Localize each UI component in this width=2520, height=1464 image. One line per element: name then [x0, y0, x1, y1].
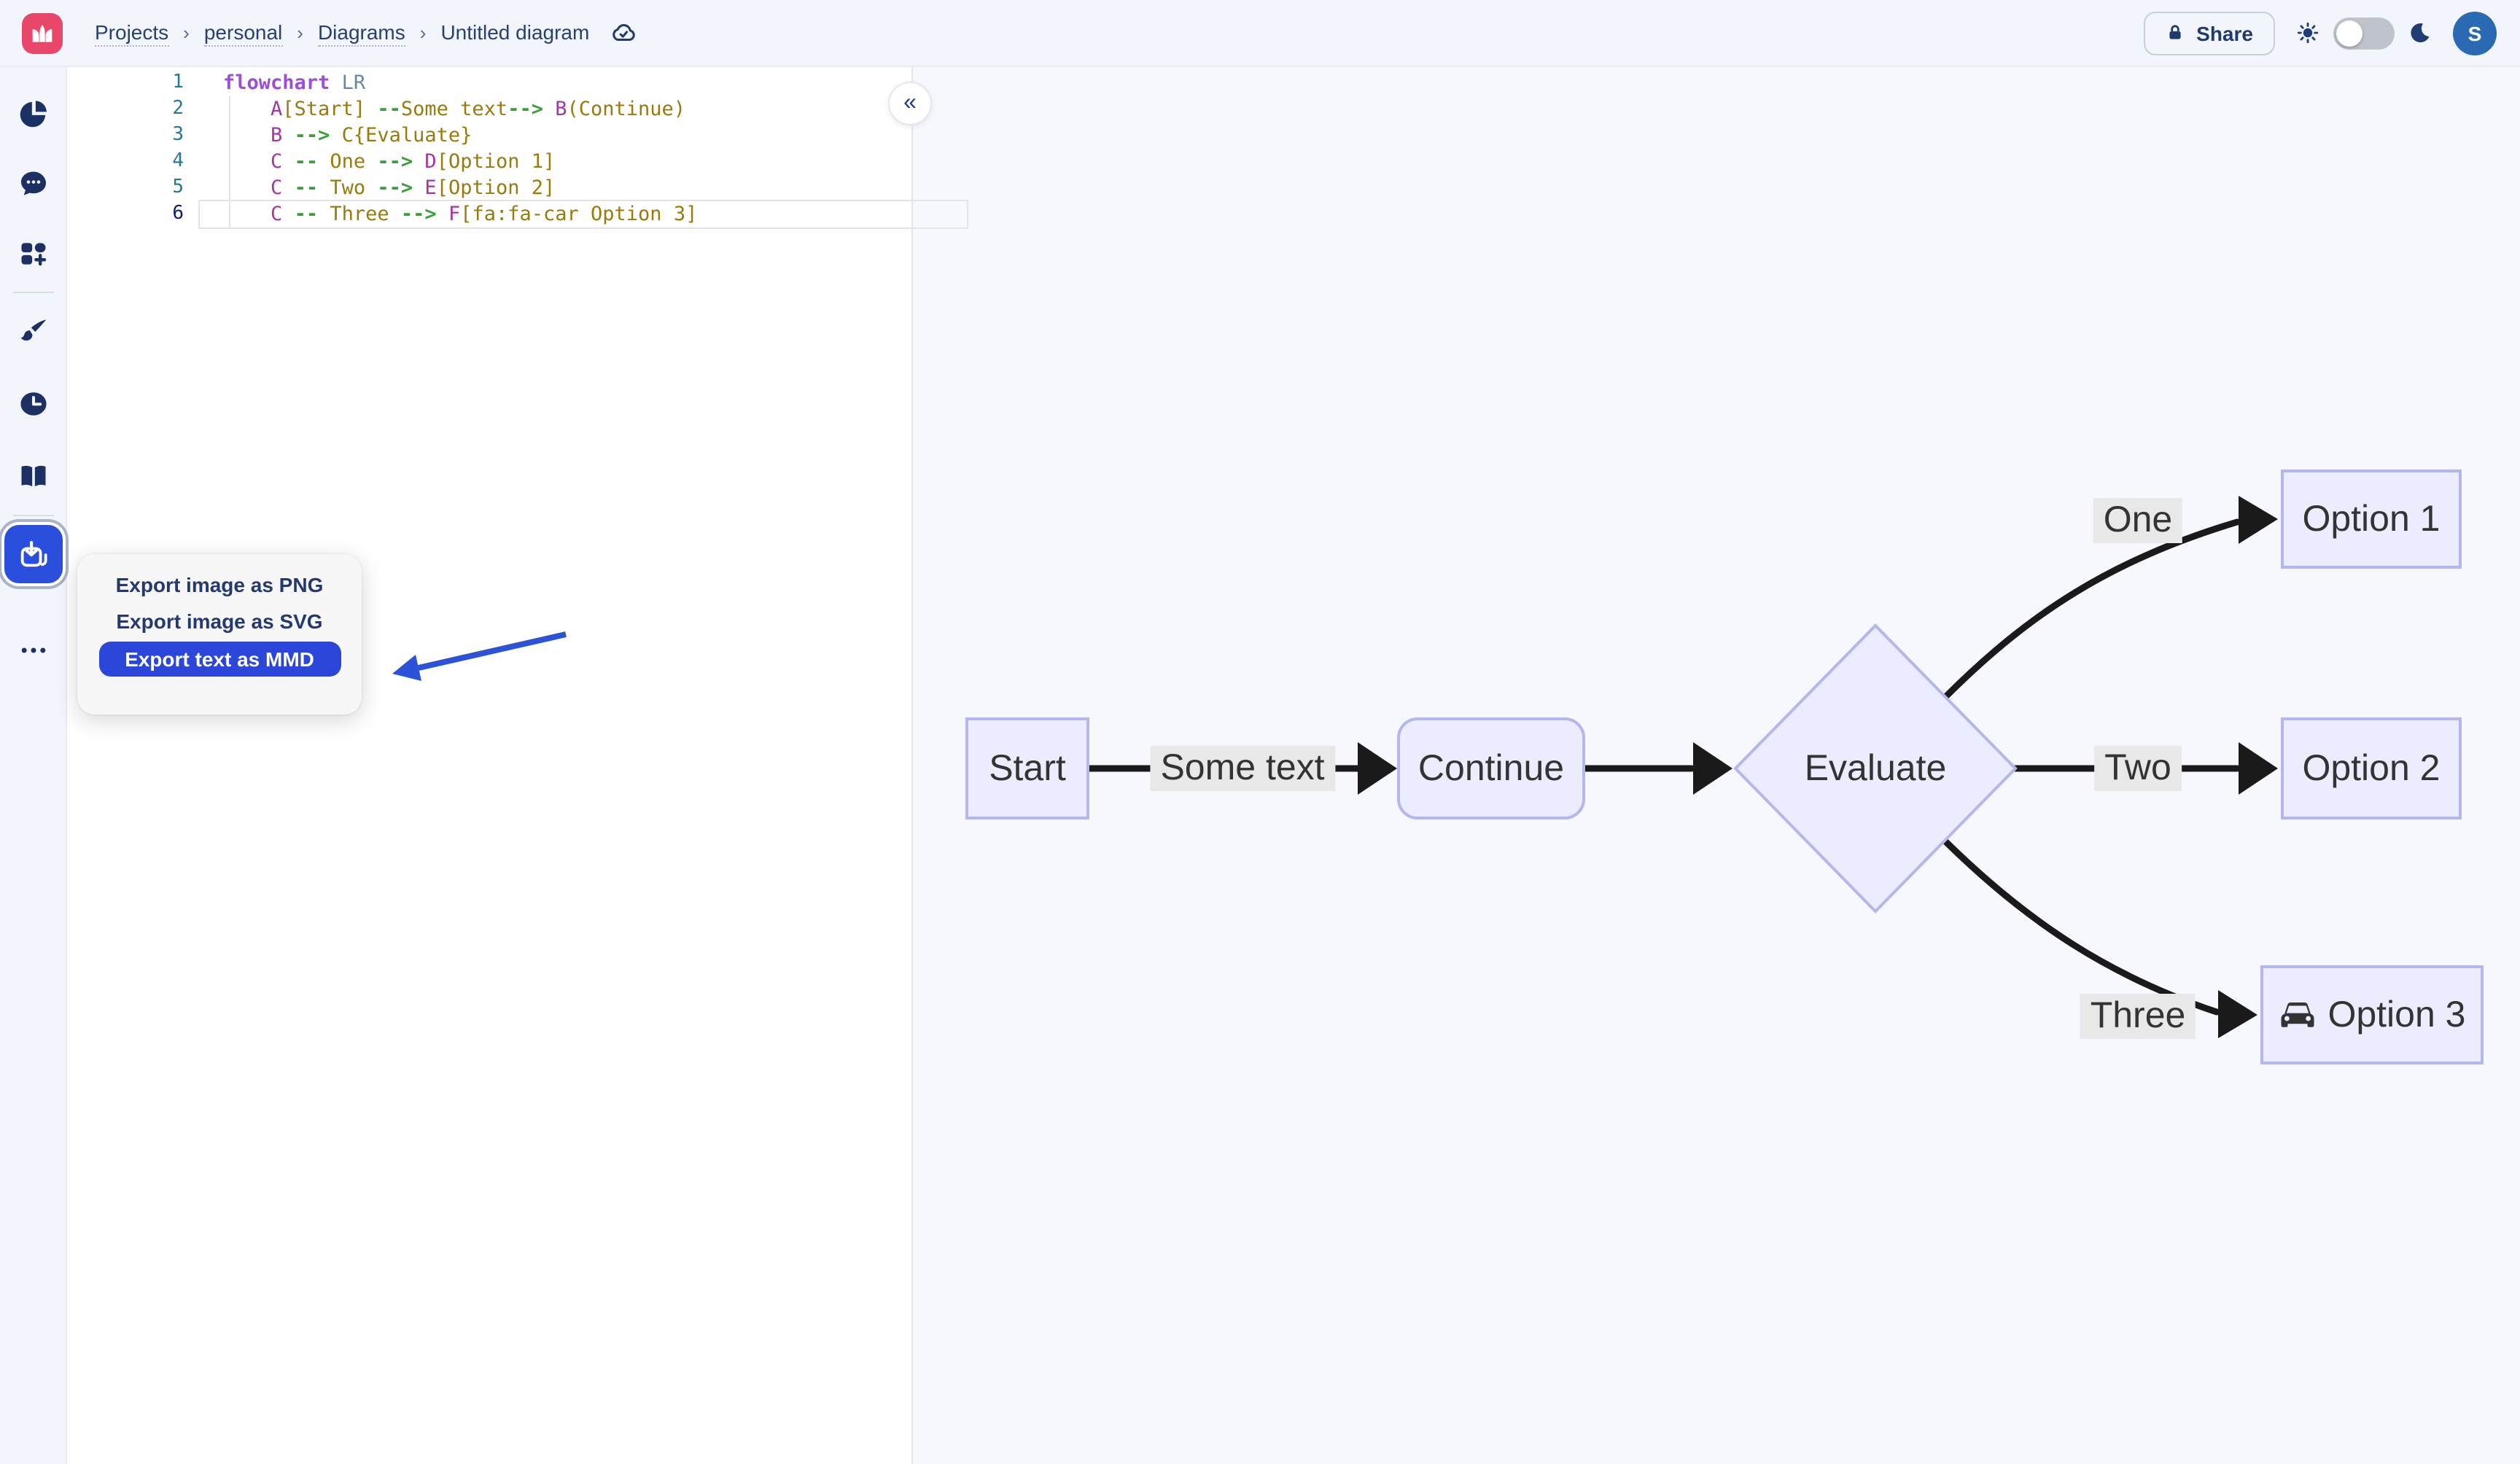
- node-option2-label: Option 2: [2302, 747, 2441, 788]
- edge-label-one: One: [2093, 498, 2183, 543]
- mermaid-logo-icon[interactable]: [22, 12, 63, 53]
- lock-icon: [2169, 25, 2181, 39]
- sidebar-item-history[interactable]: [4, 375, 62, 433]
- code-line[interactable]: 5 C -- Two --> E[Option 2]: [67, 175, 911, 201]
- code-text: C -- Three --> F[fa:fa-car Option 3]: [223, 203, 698, 226]
- code-line[interactable]: 4 C -- One --> D[Option 1]: [67, 149, 911, 175]
- breadcrumb-projects[interactable]: Projects: [95, 20, 169, 46]
- edge-label-some-text: Some text: [1150, 746, 1335, 791]
- code-text: B --> C{Evaluate}: [223, 124, 472, 147]
- export-menu: Export image as PNG Export image as SVG …: [77, 554, 362, 715]
- line-number: 2: [172, 98, 184, 120]
- indent-guide: [229, 96, 230, 227]
- share-button[interactable]: Share: [2144, 11, 2275, 55]
- code-text: C -- Two --> E[Option 2]: [223, 176, 556, 200]
- code-line[interactable]: 2 A[Start] --Some text--> B(Continue): [67, 96, 911, 122]
- code-text: C -- One --> D[Option 1]: [223, 150, 556, 174]
- line-number: 5: [172, 176, 184, 198]
- sidebar-item-docs[interactable]: [4, 448, 62, 506]
- sun-icon: [2297, 22, 2319, 44]
- breadcrumb: Projects › personal › Diagrams › Untitle…: [95, 20, 589, 46]
- node-option1: Option 1: [2281, 470, 2462, 569]
- collapse-chevrons: «: [903, 90, 917, 115]
- sidebar-divider: [12, 292, 53, 293]
- node-option2: Option 2: [2281, 717, 2462, 819]
- avatar-initial: S: [2468, 21, 2482, 44]
- menu-item-export-mmd[interactable]: Export text as MMD: [98, 642, 341, 677]
- export-download-icon: [20, 540, 47, 566]
- more-ellipsis-icon: [20, 647, 45, 653]
- menu-item-export-svg[interactable]: Export image as SVG: [116, 610, 323, 633]
- code-line[interactable]: 1 flowchart LR: [67, 70, 911, 96]
- breadcrumb-separator: ›: [183, 22, 190, 44]
- sidebar-item-diagrams[interactable]: [4, 85, 62, 143]
- docs-book-icon: [20, 465, 45, 487]
- sidebar-item-templates[interactable]: [4, 225, 62, 283]
- node-evaluate: Evaluate: [1735, 626, 2015, 911]
- toggle-knob: [2336, 20, 2362, 46]
- sidebar-item-export[interactable]: [4, 525, 62, 583]
- cloud-saved-icon: [610, 19, 637, 47]
- edge-label-two: Two: [2094, 746, 2182, 791]
- left-sidebar: [0, 67, 67, 1464]
- code-text: A[Start] --Some text--> B(Continue): [223, 98, 686, 121]
- sidebar-item-themes[interactable]: [4, 302, 62, 360]
- sidebar-divider: [12, 515, 53, 516]
- collapse-editor-button[interactable]: «: [888, 82, 932, 125]
- pie-chart-icon: [19, 101, 46, 128]
- node-continue-label: Continue: [1418, 747, 1565, 788]
- node-evaluate-label: Evaluate: [1804, 747, 1947, 788]
- line-number: 4: [172, 150, 184, 172]
- menu-item-export-png[interactable]: Export image as PNG: [115, 573, 324, 596]
- node-start: Start: [965, 717, 1089, 819]
- breadcrumb-diagrams[interactable]: Diagrams: [317, 20, 405, 46]
- breadcrumb-personal[interactable]: personal: [203, 20, 283, 46]
- sidebar-item-ai-chat[interactable]: [4, 155, 62, 213]
- node-start-label: Start: [989, 747, 1066, 788]
- code-line[interactable]: 3 B --> C{Evaluate}: [67, 122, 911, 149]
- code-line[interactable]: 6 C -- Three --> F[fa:fa-car Option 3]: [67, 201, 911, 227]
- current-line-highlight: [198, 200, 968, 229]
- theme-toggle-group: [2295, 17, 2432, 49]
- mermaid-logo-glyph: [32, 24, 52, 42]
- breadcrumb-separator: ›: [297, 22, 303, 44]
- chat-icon: [20, 171, 46, 195]
- templates-icon: [20, 243, 46, 266]
- node-option3-label: Option 3: [2328, 994, 2466, 1035]
- node-option1-label: Option 1: [2302, 498, 2441, 539]
- node-continue: Continue: [1397, 717, 1585, 819]
- topbar-actions: Share S: [2144, 11, 2497, 55]
- node-option3: Option 3: [2260, 965, 2484, 1064]
- moon-icon: [2411, 23, 2430, 43]
- breadcrumb-diagram-title[interactable]: Untitled diagram: [440, 20, 590, 43]
- line-number: 3: [172, 124, 184, 146]
- code-text: flowchart LR: [223, 71, 366, 95]
- breadcrumb-separator: ›: [419, 22, 427, 44]
- sidebar-item-more[interactable]: [4, 621, 62, 680]
- line-number: 6: [172, 203, 184, 225]
- car-icon: [2281, 1002, 2314, 1027]
- dark-mode-toggle[interactable]: [2333, 17, 2395, 49]
- brush-icon: [20, 319, 46, 341]
- history-clock-icon: [20, 392, 46, 416]
- top-bar: Projects › personal › Diagrams › Untitle…: [0, 0, 2520, 67]
- edge-label-three: Three: [2080, 994, 2196, 1039]
- share-label: Share: [2196, 21, 2253, 44]
- avatar[interactable]: S: [2453, 11, 2497, 55]
- line-number: 1: [172, 71, 184, 93]
